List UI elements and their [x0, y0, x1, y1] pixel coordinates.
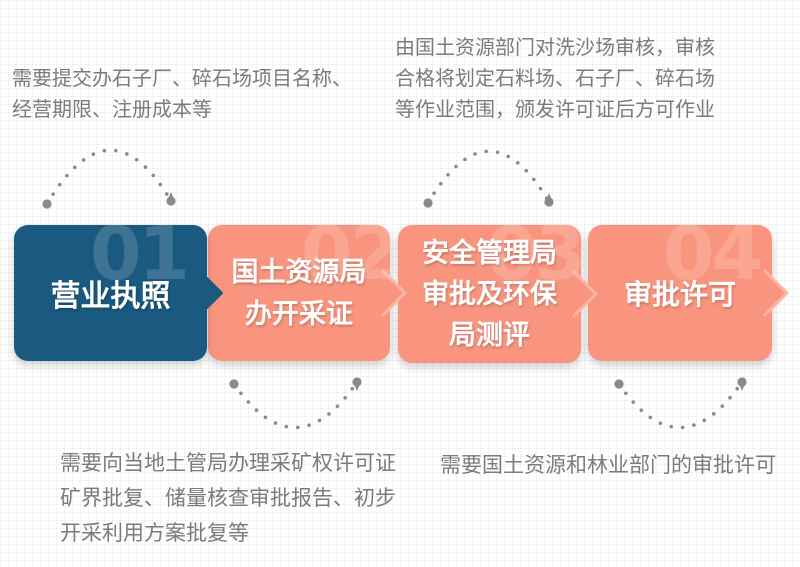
step-2-label: 国土资源局 办开采证: [231, 257, 367, 329]
step-3-number-watermark: 03: [486, 225, 581, 297]
step-2-mining-certificate: 02 国土资源局 办开采证: [208, 225, 408, 361]
note-top-right: 由国土资源部门对洗沙场审核，审核 合格将划定石料场、石子厂、碎石场 等作业范围，…: [395, 37, 715, 121]
step-3-label: 安全管理局 审批及环保 局测评: [422, 237, 557, 350]
note-top-left: 需要提交办石子厂、碎石场项目名称、 经营期限、注册成本等: [12, 68, 352, 121]
step-4-number-watermark: 04: [663, 225, 763, 297]
note-bottom-right: 需要国土资源和林业部门的审批许可: [440, 454, 776, 477]
arc-end-pin: [354, 384, 360, 391]
arc-end-dot: [423, 198, 433, 208]
arc-end-dot: [42, 199, 52, 209]
step-1-business-license: 01 营业执照: [14, 225, 224, 361]
arc-end-dot: [737, 377, 747, 387]
arc-end-pin: [546, 193, 552, 200]
note-bottom-left: 需要向当地土管局办理采矿权许可证 矿界批复、储量核查审批报告、初步 开采利用方案…: [60, 452, 396, 545]
step-4-approval-permit: 04 审批许可: [588, 225, 790, 361]
step-4-label: 审批许可: [623, 279, 736, 310]
arc-top-right: [426, 149, 551, 205]
step-3-safety-environment-review: 03 安全管理局 审批及环保 局测评: [398, 225, 599, 363]
step-1-number-watermark: 01: [90, 225, 190, 297]
arc-bottom-left: [232, 380, 359, 430]
arc-end-dot: [614, 379, 624, 389]
step-number-clip: 01: [14, 225, 207, 361]
arc-end-pin: [739, 384, 745, 391]
arc-end-dot: [352, 377, 362, 387]
step-number-clip: 04: [588, 225, 772, 361]
arc-top-left: [45, 148, 173, 206]
arc-end-dot: [166, 196, 176, 206]
step-2-number-watermark: 02: [301, 225, 390, 297]
arc-bottom-right: [617, 380, 744, 430]
step-1-label: 营业执照: [50, 280, 171, 313]
arc-end-pin: [168, 192, 174, 199]
arc-end-dot: [229, 379, 239, 389]
step-number-clip: 03: [398, 225, 581, 363]
arc-end-dot: [544, 197, 554, 207]
step-number-clip: 02: [208, 225, 390, 361]
